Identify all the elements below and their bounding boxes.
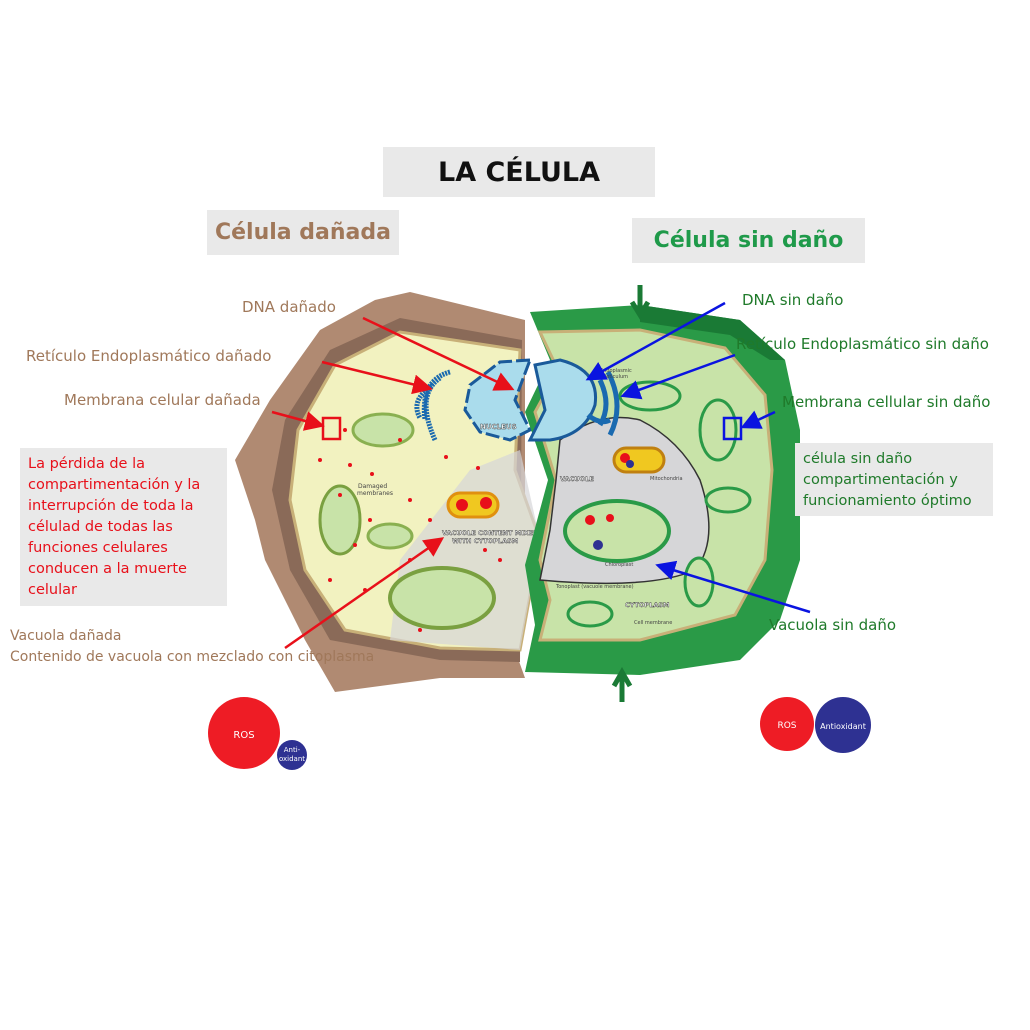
healthy-chloroplast-large (563, 499, 671, 563)
chloroplast-label: Chloroplast (605, 562, 633, 568)
note-line: compartimentación y (803, 472, 958, 488)
arrow-down-icon (629, 285, 651, 320)
healthy-er (586, 370, 620, 437)
damaged-vacuole-label: Vacuola dañada (10, 628, 122, 644)
antioxidant-label: Antioxidant (820, 722, 866, 731)
healthy-er-label: Retículo Endoplasmático sin daño (736, 335, 989, 353)
cytoplasm-label: CYTOPLASM (625, 601, 670, 609)
antioxidant-circle-damaged (277, 740, 307, 770)
note-line: funcionamiento óptimo (803, 493, 972, 509)
note-line: funciones celulares (28, 540, 168, 556)
tonoplast-label: Tonoplast (vacuole membrane) (555, 584, 634, 590)
healthy-cell-note: célula sin daño compartimentación y func… (795, 443, 993, 516)
damaged-chloroplast (351, 412, 415, 448)
note-line: compartimentación y la (28, 477, 201, 493)
ros-circle-damaged (208, 697, 280, 769)
damaged-dna-label: DNA dañado (242, 298, 336, 316)
mitochondria-label: Mitochondria (650, 476, 683, 482)
er-label: Reticulum (603, 374, 628, 380)
healthy-dna-label: DNA sin daño (742, 291, 844, 309)
nucleus-label: NUCLEUS (480, 423, 517, 431)
healthy-cell-wall-outer (640, 305, 785, 360)
damaged-cell-heading: Célula dañada (207, 210, 399, 255)
vacuole-mixed-label: WITH CYTOPLASM (452, 537, 518, 545)
antioxidant-label: oxidant (279, 755, 305, 763)
healthy-membrane-label: Membrana cellular sin daño (782, 393, 991, 411)
damaged-cell: NUCLEUS Damaged membranes VACUOLE CONTEN… (235, 292, 542, 692)
healthy-pointer-arrows (585, 301, 811, 614)
damaged-er-label: Retículo Endoplasmático dañado (26, 347, 272, 365)
ros-label: ROS (233, 730, 254, 741)
er-label: Endoplasmic (600, 368, 632, 374)
note-line: célulad de todas las (28, 519, 173, 535)
vacuole-mixed-label: VACUOLE CONTENT MIXED (442, 529, 539, 537)
note-line: interrupción de toda la (28, 498, 194, 514)
antioxidant-circle-healthy (815, 697, 871, 753)
healthy-chloroplast (698, 398, 738, 462)
healthy-cell-heading: Célula sin daño (632, 218, 865, 263)
note-line: célula sin daño (803, 451, 913, 467)
arrow-up-icon (611, 666, 633, 702)
cell-death-note: La pérdida de la compartimentación y la … (20, 448, 227, 606)
ros-label: ROS (777, 721, 796, 731)
note-line: La pérdida de la (28, 456, 145, 472)
page-title: LA CÉLULA (383, 147, 655, 197)
healthy-chloroplast (704, 486, 752, 514)
note-line: conducen a la muerte (28, 561, 187, 577)
damaged-vacuole-content-label: Contenido de vacuola con mezclado con ci… (10, 649, 375, 665)
damaged-pointer-arrows (271, 316, 515, 650)
healthy-chloroplast (566, 600, 614, 628)
antioxidant-label: Anti- (284, 746, 301, 754)
damaged-chloroplast (318, 484, 362, 556)
healthy-nucleus (527, 358, 598, 442)
vacuole-label: VACUOLE (560, 475, 594, 483)
healthy-vacuole-label: Vacuola sin daño (769, 616, 897, 634)
damaged-chloroplast-large (388, 566, 496, 630)
cell-membrane-label: Cell membrane (634, 620, 672, 626)
ros-circle-healthy (760, 697, 814, 751)
note-line: celular (28, 582, 77, 598)
damaged-chloroplast (366, 522, 414, 550)
damaged-membrane-label: Membrana celular dañada (64, 391, 261, 409)
damaged-membranes-label: Damaged (358, 483, 387, 490)
healthy-cell: Endoplasmic Reticulum VACUOLE Mitochondr… (525, 285, 800, 702)
damaged-membranes-label: membranes (357, 490, 393, 497)
